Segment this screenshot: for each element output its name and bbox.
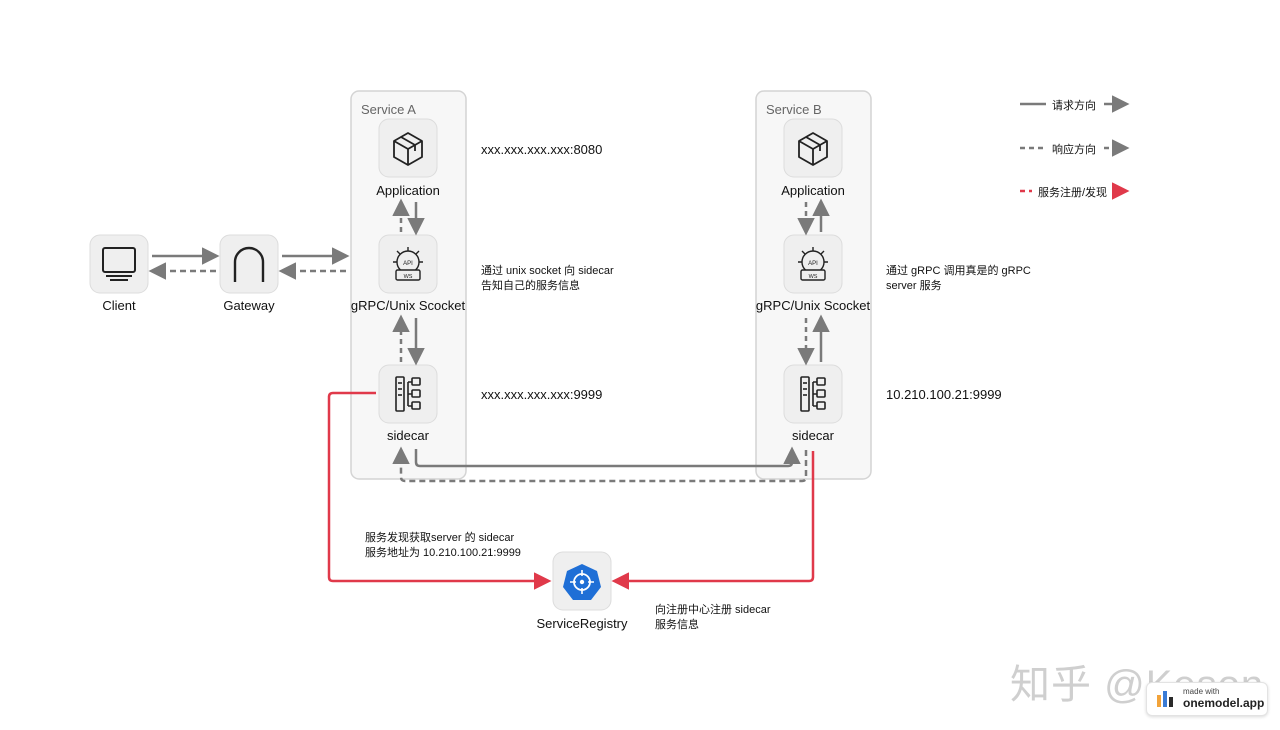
service-a-sidecar-address: xxx.xxx.xxx.xxx:9999 [481,387,603,402]
service-a-sidecar-node [378,364,438,424]
sidecar-icon [800,376,826,412]
service-a-grpc-node: API WS [378,234,438,294]
cube-icon [393,132,423,166]
service-b-grpc-node: API WS [783,234,843,294]
service-registry-node [552,551,612,611]
kubernetes-icon [563,564,601,600]
service-b-note-line1: 通过 gRPC 调用真是的 gRPC [886,265,1031,277]
monitor-icon [102,247,136,281]
service-b-grpc-label: gRPC/Unix Scocket [755,298,871,313]
service-registry-label: ServiceRegistry [536,616,628,631]
made-with-badge[interactable]: made with onemodel.app [1146,682,1268,716]
service-a-sidecar-label: sidecar [387,428,429,443]
onemodel-logo-icon [1157,691,1173,707]
service-b-sidecar-label: sidecar [792,428,834,443]
gateway-node [219,234,279,294]
svg-text:WS: WS [809,274,818,280]
svg-text:API: API [403,261,413,267]
service-a-note-line1: 通过 unix socket 向 sidecar [481,265,614,277]
registration-note: 向注册中心注册 sidecar 服务信息 [655,603,771,633]
legend-response-label: 响应方向 [1052,144,1096,156]
service-a-grpc-label: gRPC/Unix Scocket [350,298,466,313]
client-node [89,234,149,294]
client-label: Client [102,298,136,313]
registration-note-line1: 向注册中心注册 sidecar [655,604,771,616]
service-a-application-label: Application [376,183,440,198]
discovery-arrow-sidecar-a-registry [327,391,552,590]
badge-big-text: onemodel.app [1183,696,1265,710]
service-b-sidecar-node [783,364,843,424]
service-a-app-address: xxx.xxx.xxx.xxx:8080 [481,142,603,157]
api-gear-icon: API WS [393,247,423,281]
cube-icon [798,132,828,166]
legend-registration-label: 服务注册/发现 [1038,187,1108,199]
sidecar-icon [395,376,421,412]
legend-request-label: 请求方向 [1052,100,1096,112]
discovery-note-line2: 服务地址为 10.210.100.21:9999 [365,547,521,559]
arch-icon [233,246,265,282]
service-a-note-line2: 告知自己的服务信息 [481,280,580,292]
service-b-application-node [783,118,843,178]
service-a-note: 通过 unix socket 向 sidecar 告知自己的服务信息 [481,264,614,294]
service-b-sidecar-address: 10.210.100.21:9999 [886,387,1002,402]
registration-arrow-sidecar-b-registry [611,451,815,590]
service-b-note: 通过 gRPC 调用真是的 gRPC server 服务 [886,264,1031,294]
service-a-application-node [378,118,438,178]
gateway-label: Gateway [223,298,275,313]
discovery-note: 服务发现获取server 的 sidecar 服务地址为 10.210.100.… [365,531,521,561]
registration-note-line2: 服务信息 [655,619,699,631]
service-b-title: Service B [766,102,822,117]
svg-text:WS: WS [404,274,413,280]
service-a-title: Service A [361,102,416,117]
request-arrow-sidecar-a-b [414,446,801,468]
svg-text:API: API [808,261,818,267]
discovery-note-line1: 服务发现获取server 的 sidecar [365,532,515,544]
service-b-note-line2: server 服务 [886,280,942,292]
api-gear-icon: API WS [798,247,828,281]
service-b-application-label: Application [781,183,845,198]
badge-small-text: made with [1183,687,1220,696]
response-arrow-sidecar-b-a [392,446,808,483]
